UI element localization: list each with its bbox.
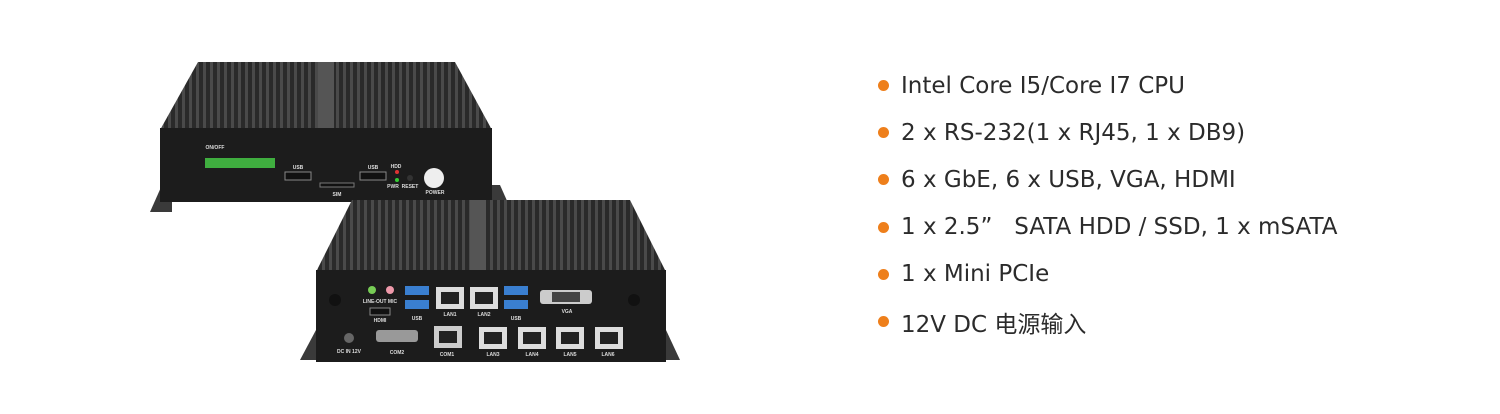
- feature-text: 1 x 2.5” SATA HDD / SSD, 1 x mSATA: [901, 214, 1338, 241]
- com2-db9: [376, 330, 418, 342]
- line-out-jack: [368, 286, 376, 294]
- port-label: DC IN 12V: [337, 349, 362, 355]
- feature-item: 2 x RS-232(1 x RJ45, 1 x DB9): [878, 109, 1337, 156]
- port-label: HDMI: [374, 318, 387, 324]
- terminal-block: [205, 158, 275, 168]
- dc-jack: [344, 333, 354, 343]
- port-label: LAN2: [477, 312, 490, 318]
- port-label: USB: [412, 316, 423, 322]
- port-label: SIM: [333, 192, 342, 198]
- sim-slot: [319, 182, 355, 188]
- feature-list: Intel Core I5/Core I7 CPU 2 x RS-232(1 x…: [878, 62, 1337, 345]
- port-label: USB: [511, 316, 522, 322]
- antenna-port: [329, 294, 341, 306]
- feature-text: 2 x RS-232(1 x RJ45, 1 x DB9): [901, 119, 1246, 146]
- feature-text: 12V DC 电源输入: [901, 311, 1087, 338]
- mic-jack: [386, 286, 394, 294]
- port-label: HDD: [391, 164, 402, 170]
- power-button: [424, 168, 444, 188]
- port-label: LAN6: [601, 352, 614, 358]
- industrial-pc-product-image: ON/OFF USB SIM USB HDD PWR RESET POWER: [150, 62, 680, 362]
- port-label: LAN5: [563, 352, 576, 358]
- port-label: LAN1: [443, 312, 456, 318]
- reset-button: [407, 175, 413, 181]
- feature-text: Intel Core I5/Core I7 CPU: [901, 72, 1185, 99]
- usb-port: [284, 171, 312, 181]
- bullet-dot-icon: [878, 316, 889, 328]
- usb-port: [504, 286, 528, 295]
- port-label: LINE-OUT MIC: [363, 299, 398, 305]
- antenna-port: [628, 294, 640, 306]
- port-label: LAN3: [486, 352, 499, 358]
- hdd-led: [395, 170, 399, 174]
- port-label: PWR: [387, 184, 399, 190]
- feature-item: 1 x 2.5” SATA HDD / SSD, 1 x mSATA: [878, 204, 1337, 251]
- bullet-dot-icon: [878, 127, 889, 139]
- port-label: LAN4: [525, 352, 538, 358]
- back-unit: ON/OFF USB SIM USB HDD PWR RESET POWER: [150, 62, 512, 212]
- feature-item: 12V DC 电源输入: [878, 298, 1337, 345]
- hdmi-port: [369, 307, 391, 316]
- usb-port: [504, 300, 528, 309]
- port-label: POWER: [426, 190, 445, 196]
- bullet-dot-icon: [878, 80, 889, 92]
- feature-item: Intel Core I5/Core I7 CPU: [878, 62, 1337, 109]
- pwr-led: [395, 178, 399, 182]
- bullet-dot-icon: [878, 268, 889, 280]
- port-label: COM1: [440, 352, 455, 358]
- usb-port: [405, 286, 429, 295]
- port-label: ON/OFF: [206, 145, 225, 151]
- feature-text: 1 x Mini PCIe: [901, 261, 1050, 288]
- port-label: VGA: [562, 309, 573, 315]
- bullet-dot-icon: [878, 174, 889, 186]
- port-label: USB: [293, 165, 304, 171]
- port-label: USB: [368, 165, 379, 171]
- port-label: COM2: [390, 350, 405, 356]
- usb-port: [359, 171, 387, 181]
- front-unit: LINE-OUT MIC HDMI USB LAN1 LAN2 USB VGA …: [300, 200, 680, 362]
- feature-item: 6 x GbE, 6 x USB, VGA, HDMI: [878, 156, 1337, 203]
- feature-item: 1 x Mini PCIe: [878, 251, 1337, 298]
- port-label: RESET: [402, 184, 419, 190]
- usb-port: [405, 300, 429, 309]
- bullet-dot-icon: [878, 221, 889, 233]
- feature-text: 6 x GbE, 6 x USB, VGA, HDMI: [901, 166, 1236, 193]
